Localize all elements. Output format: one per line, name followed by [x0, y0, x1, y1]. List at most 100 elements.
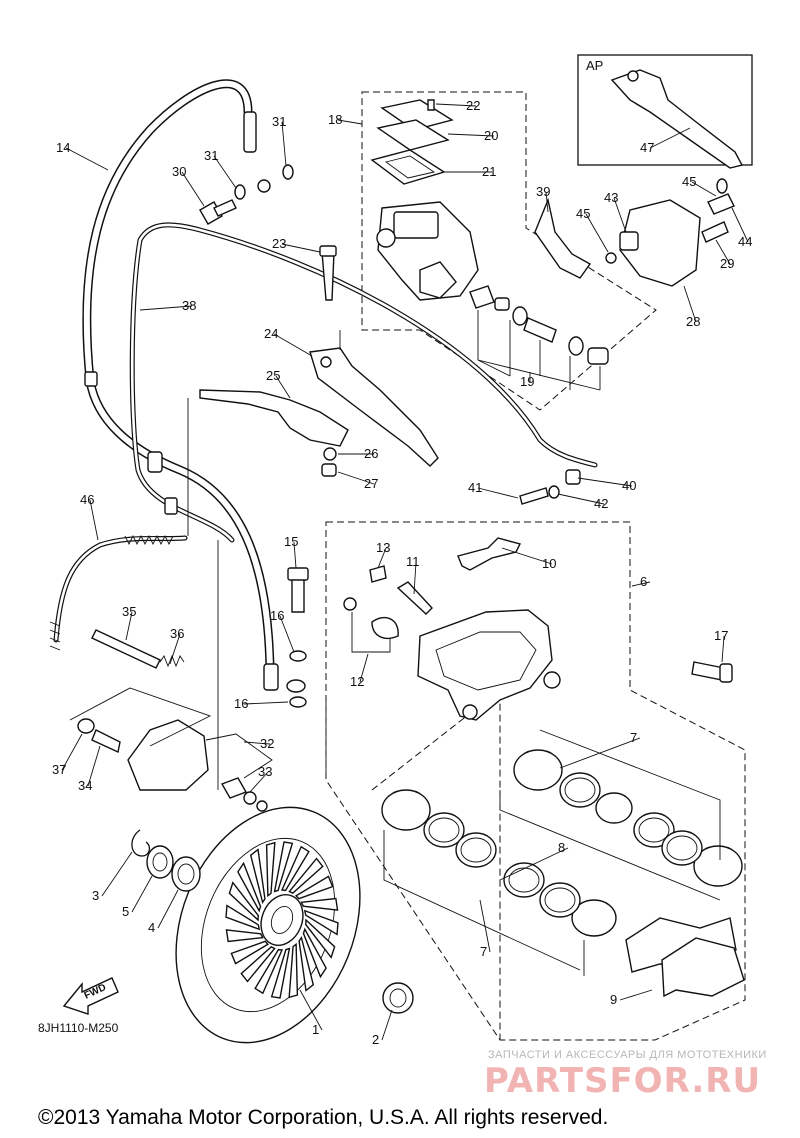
leader-line-16 — [279, 615, 295, 653]
ap-lever — [610, 69, 744, 169]
leader-line-42 — [557, 493, 605, 505]
leader-line-6 — [631, 581, 651, 587]
callout-32: 32 — [260, 736, 274, 751]
leader-line-11 — [413, 561, 417, 595]
callout-11: 11 — [406, 554, 420, 569]
fitting-12-b — [371, 617, 399, 640]
callout-21: 21 — [482, 164, 496, 179]
callout-4: 4 — [148, 920, 155, 935]
callout-8: 8 — [558, 840, 565, 855]
fitting-12-a — [343, 597, 357, 611]
callout-15: 15 — [284, 534, 298, 549]
washer-4 — [171, 856, 201, 892]
callout-7: 7 — [630, 730, 637, 745]
cable-46-spring — [124, 534, 174, 546]
callout-45: 45 — [576, 206, 590, 221]
leader-line-16 — [243, 701, 289, 705]
washer-37 — [77, 718, 95, 734]
collar-2 — [382, 982, 414, 1014]
rotor-vane — [294, 875, 334, 900]
piston-kit-19 — [469, 285, 495, 309]
bolt-23 — [321, 251, 335, 301]
part-33-a — [220, 777, 248, 799]
leader-line-36 — [169, 633, 181, 665]
callout-43: 43 — [604, 190, 618, 205]
washer-16-a — [289, 650, 307, 662]
callout-19: 19 — [520, 374, 534, 389]
leader-line-34 — [87, 745, 101, 787]
ap-inset-box — [577, 54, 753, 166]
hose-end-fitting-bottom — [263, 663, 279, 691]
circlip-3 — [131, 829, 151, 857]
callout-25: 25 — [266, 368, 280, 383]
leader-line-2 — [381, 1009, 393, 1041]
leader-line-12 — [359, 653, 369, 683]
spring-plate-10 — [457, 537, 522, 571]
callout-31: 31 — [204, 148, 218, 163]
leader-line-47 — [649, 127, 691, 149]
cap-13 — [369, 565, 387, 583]
ap-lever-pivot — [627, 70, 639, 82]
leader-line-10 — [501, 547, 553, 565]
leader-line-32 — [243, 741, 271, 745]
rotor-vane — [225, 904, 261, 931]
rotor-hub — [260, 894, 304, 946]
brake-pad-9-b — [661, 937, 745, 998]
callout-16: 16 — [270, 608, 284, 623]
copyright-notice: ©2013 Yamaha Motor Corporation, U.S.A. A… — [38, 1106, 608, 1129]
bolt-41 — [519, 487, 549, 505]
washer-16-b — [289, 696, 307, 708]
leader-line-1 — [299, 989, 323, 1031]
seal-set-8-lower — [423, 812, 581, 918]
rotor-vane — [273, 841, 294, 893]
seal-set-8-upper — [559, 772, 703, 866]
leader-line-28 — [683, 285, 697, 323]
washer-45 — [605, 252, 617, 264]
diaphragm-21 — [370, 149, 446, 185]
part-33-b — [243, 791, 257, 805]
leader-line-44 — [731, 207, 749, 243]
leader-line-38 — [139, 305, 193, 311]
piston-set-7-upper — [513, 749, 743, 887]
bolt-29 — [701, 221, 729, 243]
bolt-44 — [707, 193, 735, 215]
leader-line-29 — [715, 239, 731, 265]
rotor-vane — [228, 881, 259, 922]
watermark-brand: PARTSFOR.RU — [484, 1061, 761, 1101]
mc-mount — [419, 261, 457, 299]
rotor-vanes — [225, 841, 339, 999]
leader-line-4 — [157, 889, 179, 929]
leader-line-17 — [721, 635, 725, 663]
nut-26 — [323, 447, 337, 461]
leader-line-9 — [619, 989, 653, 1001]
leader-line-40 — [577, 477, 633, 487]
leader-line-13 — [377, 547, 387, 569]
rotor-vane — [288, 857, 324, 895]
cable-46 — [53, 535, 188, 643]
leader-line-37 — [61, 733, 83, 771]
callout-leader-lines — [61, 103, 749, 1041]
leader-line-41 — [477, 487, 519, 499]
callout-24: 24 — [264, 326, 278, 341]
callout-39: 39 — [536, 184, 550, 199]
callout-18: 18 — [328, 112, 342, 127]
leader-line-7 — [559, 737, 641, 769]
leader-line-15 — [293, 541, 297, 569]
rotor-vane — [270, 947, 291, 999]
hose-end-fitting-top — [243, 111, 257, 153]
leader-line-35 — [125, 611, 133, 641]
rotor-vane — [302, 927, 327, 979]
callout-10: 10 — [542, 556, 556, 571]
hose-clamp-2 — [84, 371, 98, 387]
leader-line-45 — [585, 213, 609, 253]
callout-labels: 1234567789101112131415161617181920212223… — [52, 98, 752, 1047]
washer-31-a — [234, 184, 246, 200]
hose-clamp — [147, 451, 163, 473]
callout-3: 3 — [92, 888, 99, 903]
leader-line-5 — [131, 875, 153, 913]
callout-16: 16 — [234, 696, 248, 711]
callout-30: 30 — [172, 164, 186, 179]
rotor-vane — [300, 897, 339, 911]
rotor-vane — [280, 845, 310, 892]
